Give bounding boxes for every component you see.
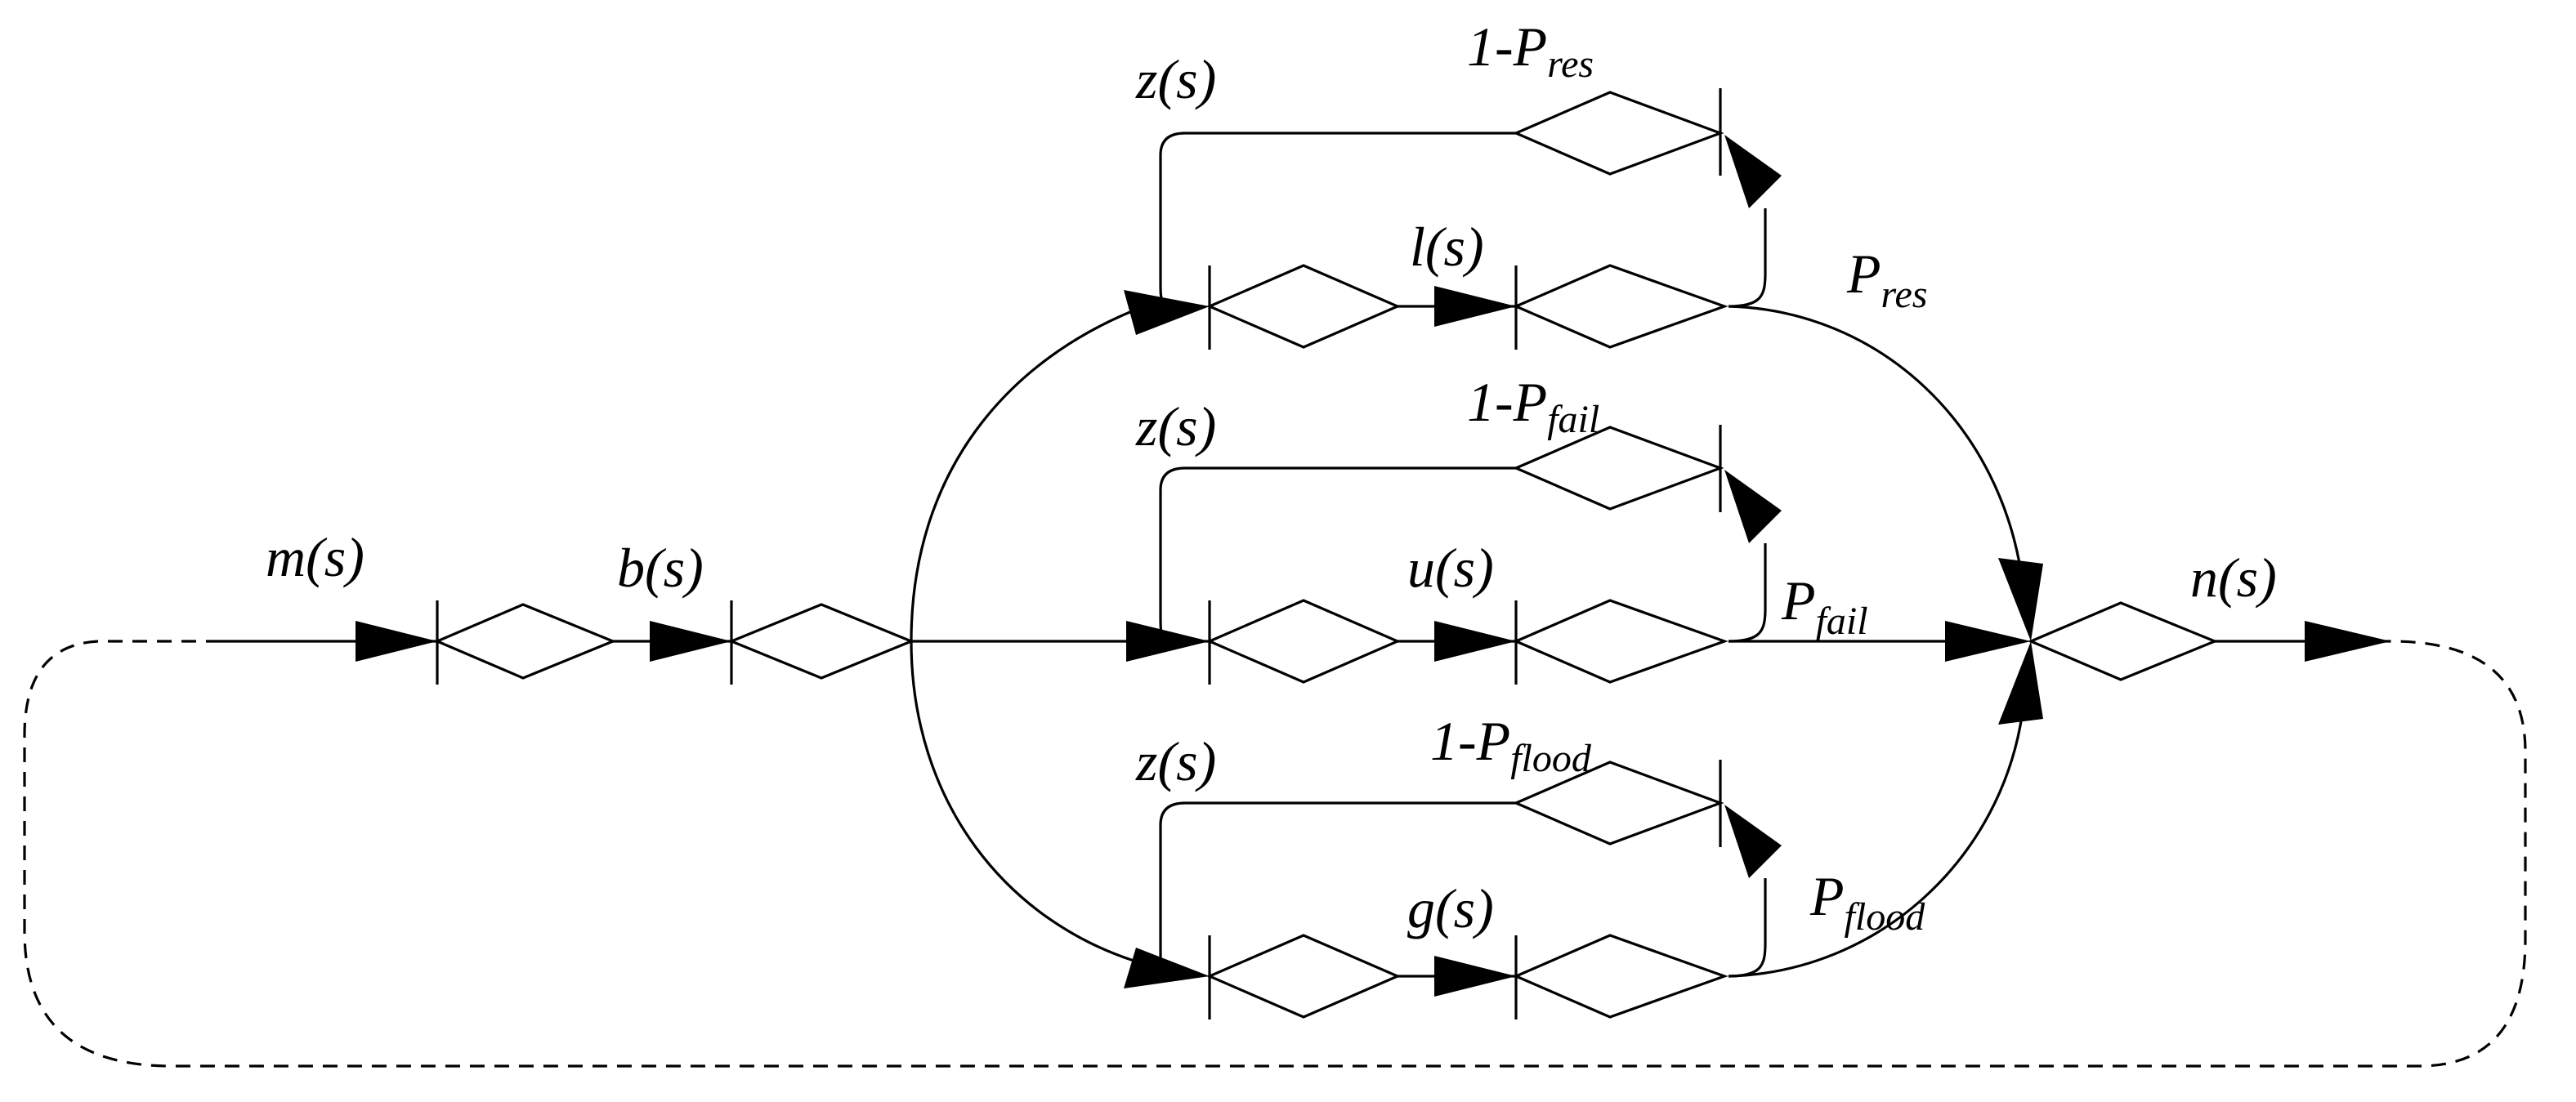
arrow-l-mid bbox=[1434, 286, 1516, 327]
edge-b-to-g-branch bbox=[910, 640, 1145, 966]
arrow-b bbox=[650, 621, 731, 662]
arrow-u-mid bbox=[1434, 621, 1516, 662]
edge-mid-return bbox=[1728, 543, 1767, 643]
diamond-l-right bbox=[1512, 264, 1729, 349]
diamond-g-left bbox=[1205, 934, 1402, 1019]
label-z-top: z(s) bbox=[1135, 48, 1216, 110]
label-one-minus-fail: 1-Pfail bbox=[1467, 371, 1599, 441]
arrow-z-mid bbox=[1724, 470, 1782, 543]
diamond-z-top bbox=[1512, 91, 1724, 176]
label-one-minus-flood: 1-Pflood bbox=[1430, 710, 1592, 780]
label-p-res: Pres bbox=[1846, 243, 1927, 316]
edge-p-res bbox=[1728, 305, 2024, 585]
label-b: b(s) bbox=[617, 537, 704, 599]
label-p-flood: Pflood bbox=[1809, 865, 1925, 939]
edge-top-return bbox=[1728, 208, 1767, 308]
arrowheads bbox=[356, 135, 2390, 997]
arrow-n-out bbox=[2305, 621, 2390, 662]
label-m: m(s) bbox=[266, 526, 364, 588]
edge-bot-return bbox=[1728, 878, 1767, 978]
label-g: g(s) bbox=[1407, 877, 1494, 939]
label-z-bot: z(s) bbox=[1135, 730, 1216, 792]
diamond-n bbox=[2027, 601, 2219, 681]
tick-bars bbox=[436, 88, 1722, 1019]
diamond-u-right bbox=[1512, 599, 1729, 684]
arrow-into-u bbox=[1126, 621, 1210, 662]
label-one-minus-res: 1-Pres bbox=[1467, 16, 1594, 86]
label-n: n(s) bbox=[2190, 547, 2277, 609]
edge-b-to-l-branch bbox=[910, 305, 1145, 642]
arrow-into-g bbox=[1124, 948, 1210, 988]
diamond-g-right bbox=[1512, 934, 1729, 1019]
label-p-fail: Pfail bbox=[1781, 569, 1868, 643]
arrow-p-fail bbox=[1945, 621, 2031, 662]
arrow-z-top bbox=[1724, 135, 1782, 208]
arrow-z-bot bbox=[1724, 805, 1782, 878]
diamond-l-left bbox=[1205, 264, 1402, 349]
edge-dashed-feedback bbox=[23, 640, 2527, 1068]
labels: m(s) b(s) n(s) z(s) z(s) z(s) l(s) u(s) … bbox=[266, 16, 2277, 939]
arrow-m bbox=[356, 621, 437, 662]
edges bbox=[221, 132, 2390, 978]
arrow-g-mid bbox=[1434, 956, 1516, 997]
label-u: u(s) bbox=[1407, 537, 1494, 599]
diamond-b bbox=[727, 603, 915, 680]
arrow-p-flood bbox=[1998, 641, 2043, 725]
diamond-u-left bbox=[1205, 599, 1402, 684]
label-z-mid: z(s) bbox=[1135, 395, 1216, 457]
label-l: l(s) bbox=[1410, 216, 1484, 278]
diamond-nodes bbox=[433, 91, 2219, 1019]
arrow-p-res bbox=[1998, 558, 2043, 641]
diamond-m bbox=[433, 603, 617, 680]
edge-p-flood bbox=[1728, 710, 2024, 978]
arrow-into-l bbox=[1124, 290, 1210, 335]
